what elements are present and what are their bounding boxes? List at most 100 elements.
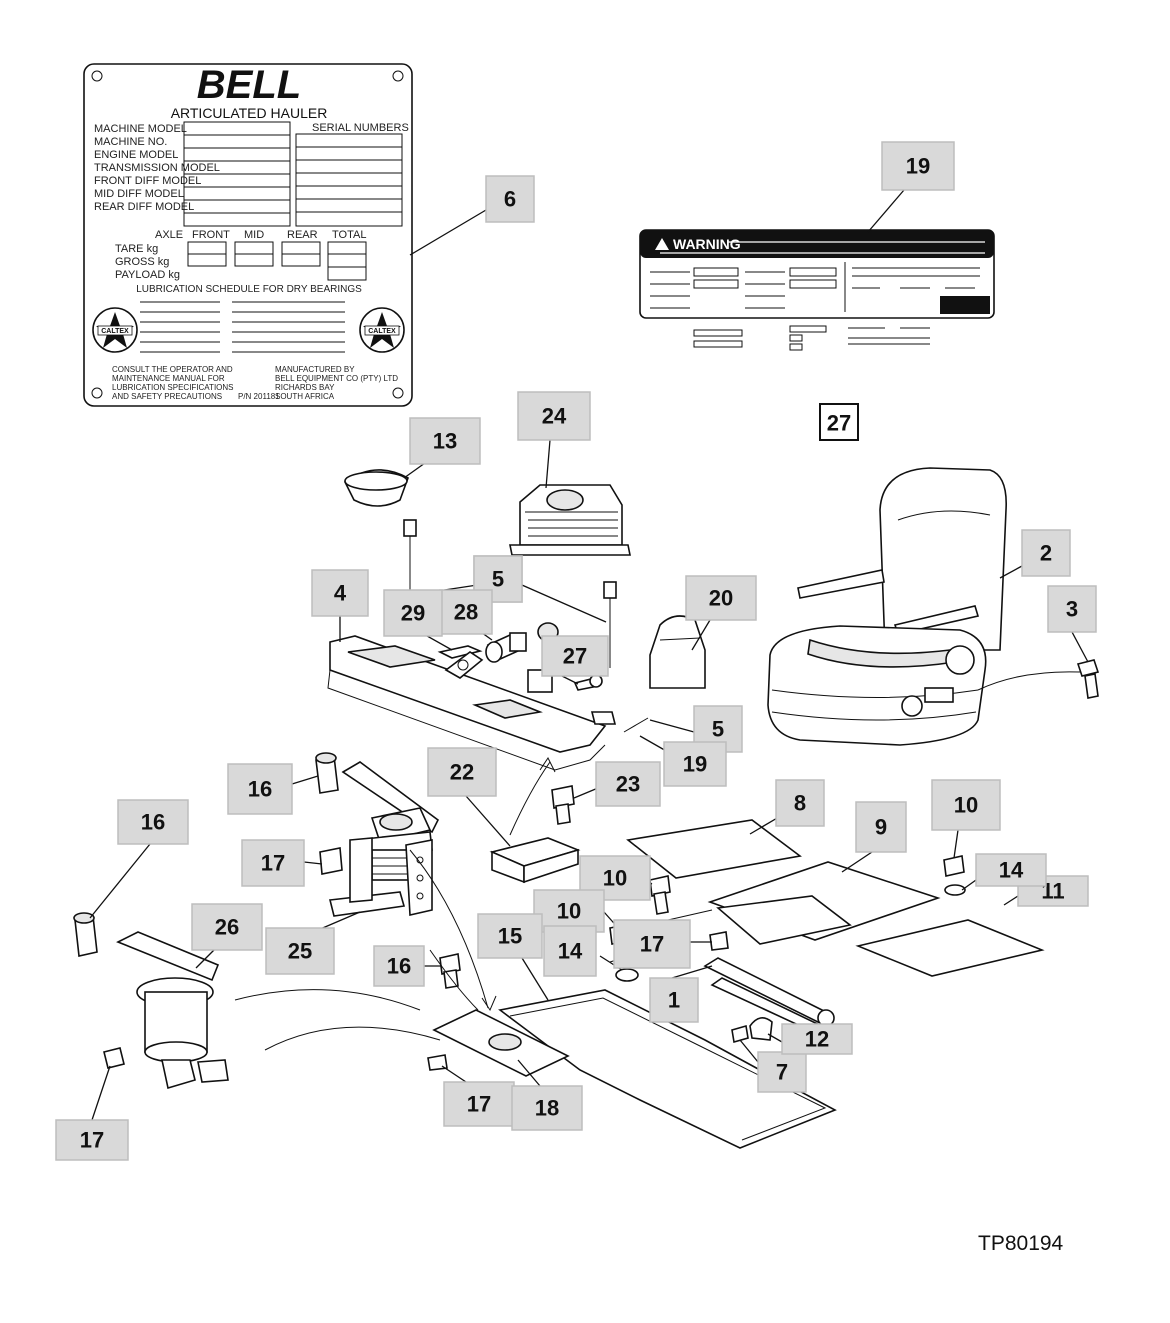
callout-box <box>855 801 907 853</box>
field-label: MACHINE NO. <box>94 136 167 148</box>
callout-number: 16 <box>248 777 272 802</box>
callout-box <box>485 175 535 223</box>
callout-number: 29 <box>401 601 425 626</box>
callout-number: 24 <box>542 404 567 429</box>
callout-number: 17 <box>261 851 285 876</box>
callout-number: 5 <box>712 717 724 742</box>
callout-leader <box>671 965 713 979</box>
callout-22: 22 <box>427 747 511 847</box>
footer-right-line: MANUFACTURED BY <box>275 365 355 374</box>
callout-19: 19 <box>639 735 727 787</box>
callout-box <box>373 945 425 987</box>
document-code: TP80194 <box>978 1232 1064 1255</box>
screw-3 <box>1076 659 1100 699</box>
callout-number: 20 <box>709 586 733 611</box>
callout-number: 11 <box>1041 879 1064 904</box>
callout-box <box>541 635 609 677</box>
callout-layer: 1234555678910101011121314141516161617171… <box>55 141 1097 1161</box>
callout-17: 17 <box>55 1065 129 1161</box>
callout-leader <box>545 439 551 489</box>
callout-24: 24 <box>517 391 591 489</box>
callout-box <box>613 919 691 969</box>
callout-box <box>781 1023 853 1055</box>
callout-leader <box>89 843 151 919</box>
callout-number: 10 <box>603 866 627 891</box>
boxed-label: 27 <box>827 411 851 436</box>
callout-leader <box>465 795 511 847</box>
callout-leader <box>767 1033 783 1043</box>
callout-box <box>227 763 293 815</box>
axle-label: AXLE <box>155 229 183 241</box>
field-label: ENGINE MODEL <box>94 149 178 161</box>
pedal-25 <box>315 752 440 917</box>
callout-15: 15 <box>477 913 549 1001</box>
bracket-plate-18 <box>427 1009 570 1077</box>
callout-leader <box>561 675 579 685</box>
callout-number: 17 <box>80 1128 104 1153</box>
callout-number: 2 <box>1040 541 1052 566</box>
callout-23: 23 <box>573 761 661 807</box>
caltex-logo-right-icon: CALTEX <box>359 307 405 353</box>
callout-16: 16 <box>373 945 442 987</box>
assembly-arrows <box>234 671 1081 1051</box>
callout-26: 26 <box>191 903 263 969</box>
callout-box <box>409 417 481 465</box>
callout-number: 23 <box>616 772 640 797</box>
callout-number: 13 <box>433 429 457 454</box>
callout-20: 20 <box>685 575 757 651</box>
caltex-logo-left-icon: CALTEX <box>92 307 138 353</box>
callout-number: 9 <box>875 815 887 840</box>
callout-number: 8 <box>794 791 806 816</box>
callout-box <box>117 799 189 845</box>
callout-box <box>477 913 543 959</box>
callout-10: 10 <box>931 779 1001 859</box>
callout-box <box>265 927 335 975</box>
callout-box <box>511 1085 583 1131</box>
callout-leader <box>521 957 549 1001</box>
callout-box <box>595 761 661 807</box>
callout-29: 29 <box>383 589 453 651</box>
callout-leader <box>961 879 977 891</box>
callout-leader <box>441 1065 467 1083</box>
callout-leader <box>317 911 361 931</box>
callout-number: 14 <box>558 939 583 964</box>
footer-left-line: AND SAFETY PRECAUTIONS <box>112 392 222 401</box>
bolt-10c <box>943 855 966 896</box>
callout-number: 5 <box>492 567 504 592</box>
lube-header: LUBRICATION SCHEDULE FOR DRY BEARINGS <box>136 284 362 295</box>
callout-box <box>975 853 1047 887</box>
bolt-23 <box>551 785 575 825</box>
decal-19-small <box>590 711 649 733</box>
footer-left-line: CONSULT THE OPERATOR AND <box>112 365 233 374</box>
callout-19: 19 <box>867 141 955 233</box>
warning-decal: WARNING <box>639 229 995 351</box>
callout-box <box>931 779 1001 831</box>
callout-12: 12 <box>767 1023 853 1055</box>
callout-6: 6 <box>409 175 535 256</box>
nameplate-subtitle: ARTICULATED HAULER <box>171 105 328 121</box>
callout-box <box>649 977 699 1023</box>
callout-16: 16 <box>89 799 189 919</box>
nameplate-brand: BELL <box>197 63 301 107</box>
callout-leader <box>1071 631 1089 663</box>
weight-row: PAYLOAD kg <box>115 269 180 281</box>
callout-3: 3 <box>1047 585 1097 663</box>
callout-leader <box>953 829 959 859</box>
callout-5: 5 <box>473 555 607 623</box>
footer-right-line: BELL EQUIPMENT CO (PTY) LTD <box>275 374 398 383</box>
callout-1: 1 <box>649 965 713 1023</box>
callout-leader <box>409 209 487 256</box>
console-panel <box>327 635 607 771</box>
field-label: REAR DIFF MODEL <box>94 201 194 213</box>
callout-18: 18 <box>511 1059 583 1131</box>
callout-box <box>311 569 369 617</box>
weight-row: GROSS kg <box>115 256 169 268</box>
callout-27: 27 <box>541 635 609 685</box>
callout-number: 26 <box>215 915 239 940</box>
callout-box <box>191 903 263 951</box>
callout-leader <box>999 565 1023 579</box>
field-label: FRONT DIFF MODEL <box>94 175 201 187</box>
callout-13: 13 <box>403 417 481 479</box>
callout-number: 16 <box>141 810 165 835</box>
callout-4: 4 <box>311 569 369 642</box>
